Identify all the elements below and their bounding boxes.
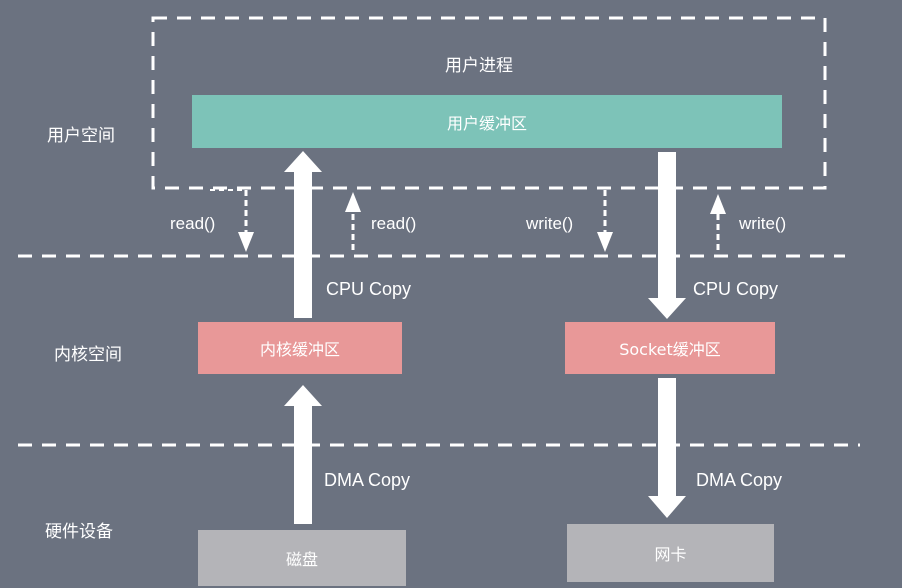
disk-box: 磁盘 bbox=[198, 530, 406, 586]
nic-box: 网卡 bbox=[567, 524, 774, 582]
dma-copy-label-right: DMA Copy bbox=[696, 470, 783, 490]
disk-label: 磁盘 bbox=[285, 550, 318, 569]
cpu-copy-label-left: CPU Copy bbox=[326, 279, 412, 299]
user-process-boundary bbox=[151, 16, 827, 190]
nic-label: 网卡 bbox=[654, 545, 687, 564]
write-return-up-arrow bbox=[710, 194, 726, 250]
user-buffer-box: 用户缓冲区 bbox=[192, 95, 782, 148]
read-call-label-right: read() bbox=[371, 214, 417, 233]
kernel-buffer-box: 内核缓冲区 bbox=[198, 322, 402, 374]
write-call-label-left: write() bbox=[526, 214, 574, 233]
write-call-label-right: write() bbox=[739, 214, 787, 233]
user-space-label: 用户空间 bbox=[47, 126, 115, 146]
dma-copy-down-arrow bbox=[648, 378, 686, 518]
kernel-buffer-label: 内核缓冲区 bbox=[259, 340, 340, 359]
user-buffer-label: 用户缓冲区 bbox=[446, 113, 527, 133]
cpu-copy-label-right: CPU Copy bbox=[693, 279, 779, 299]
user-process-title: 用户进程 bbox=[445, 56, 513, 76]
read-call-down-arrow bbox=[210, 189, 254, 252]
socket-buffer-label: Socket缓冲区 bbox=[619, 340, 721, 359]
dma-copy-up-arrow bbox=[284, 385, 322, 524]
socket-buffer-box: Socket缓冲区 bbox=[565, 322, 775, 374]
write-call-down-arrow bbox=[597, 190, 613, 252]
read-call-label-left: read() bbox=[170, 214, 216, 233]
read-return-up-arrow bbox=[345, 192, 361, 250]
cpu-copy-down-arrow bbox=[648, 152, 686, 319]
dma-copy-label-left: DMA Copy bbox=[324, 470, 411, 490]
cpu-copy-up-arrow bbox=[284, 151, 322, 318]
kernel-space-label: 内核空间 bbox=[54, 345, 122, 365]
hardware-label: 硬件设备 bbox=[45, 522, 113, 542]
